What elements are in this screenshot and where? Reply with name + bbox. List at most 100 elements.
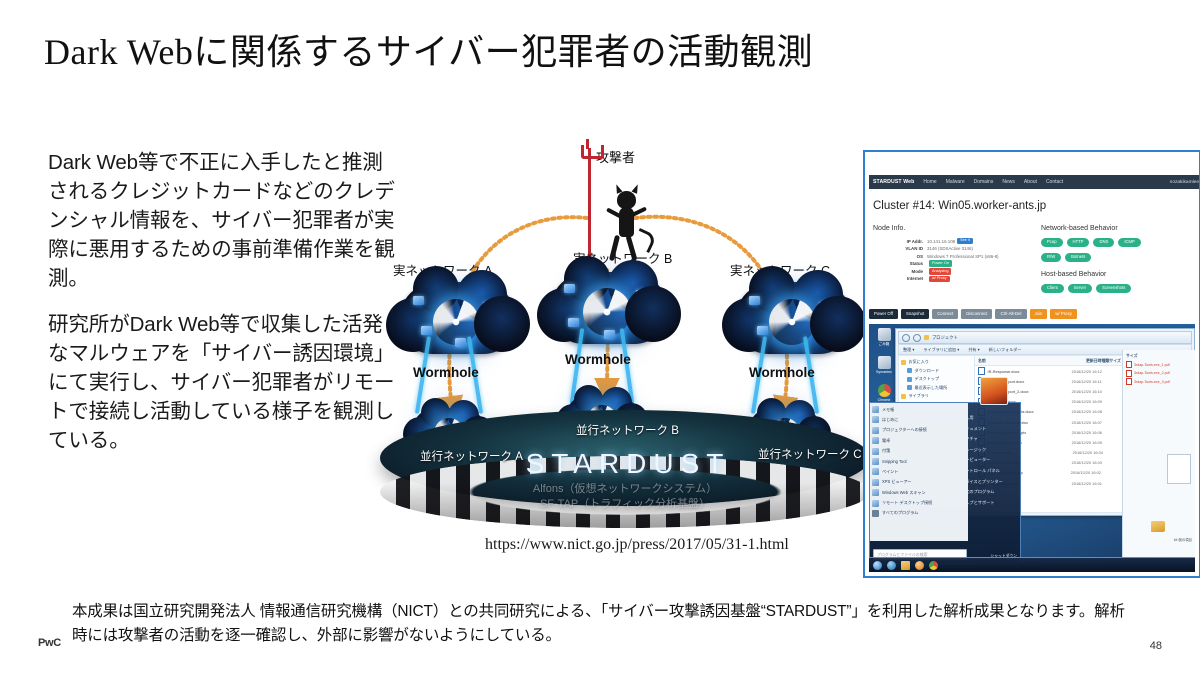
stardust-web-screenshot: STARDUST Web Home Malware Domains News A… (863, 150, 1200, 578)
http-button[interactable]: HTTP (1066, 238, 1090, 247)
places-item-control-panel[interactable]: コントロール パネル (961, 467, 1000, 473)
column-date[interactable]: 更新日時 (1086, 357, 1102, 363)
sidebar-item-libraries[interactable]: ライブラリ (901, 393, 975, 399)
explorer-address-bar[interactable]: プロジェクト (898, 331, 1192, 344)
places-item-default-programs[interactable]: 既定のプログラム (961, 489, 995, 495)
organize-menu[interactable]: 整理 ▾ (903, 346, 915, 352)
start-item-paint[interactable]: ペイント (872, 468, 966, 476)
sidebar-item-favorites[interactable]: お気に入り (901, 359, 975, 365)
source-url-caption: https://www.nict.go.jp/press/2017/05/31-… (485, 536, 789, 553)
start-item-snipping-tool[interactable]: Snipping Tool (872, 457, 966, 465)
navbar-brand[interactable]: STARDUST Web (873, 179, 915, 185)
platform-subtitle-1: Alfons（仮想ネットワークシステム） (532, 483, 718, 495)
places-item-music[interactable]: ミュージック (961, 446, 987, 452)
add-to-library-menu[interactable]: ライブラリに追加 ▾ (923, 346, 960, 352)
list-item[interactable]: 3rdap-Tools.exe_3.pdf (1126, 378, 1192, 386)
nav-item-contact[interactable]: Contact (1045, 179, 1064, 185)
start-item-remote-desktop[interactable]: リモート デスクトップ接続 (872, 499, 966, 507)
places-item-help-support[interactable]: ヘルプとサポート (961, 499, 995, 505)
ctrl-alt-del-button[interactable]: Ctrl-Alt-Del (995, 309, 1027, 320)
explorer-taskbar-icon[interactable] (901, 560, 910, 570)
snapshot-button[interactable]: Snapshot (901, 309, 930, 320)
footer-note: 本成果は国立研究開発法人 情報通信研究機構（NICT）との共同研究による、「サイ… (72, 603, 1125, 645)
list-item[interactable]: 3rdap-Tools.exe_2.pdf (1126, 369, 1192, 377)
brand-logo: PwC (38, 637, 61, 649)
chrome-taskbar-icon[interactable] (929, 560, 938, 570)
node-info-key: VLAN ID (905, 246, 923, 252)
media-player-icon[interactable] (915, 560, 924, 570)
nav-item-home[interactable]: Home (923, 179, 937, 185)
places-item-devices-printers[interactable]: デバイスとプリンター (961, 478, 1003, 484)
dns-button[interactable]: DNS (1093, 238, 1115, 247)
connect-button[interactable]: Connect (932, 309, 959, 320)
start-menu-programs: メモ帳 はじめに プロジェクターへの接続 電卓 付箋 Snipping Tool… (870, 403, 968, 541)
nav-item-domains[interactable]: Domains (973, 179, 994, 185)
symantec-icon[interactable]: Symantec (871, 356, 897, 374)
proxy-button[interactable]: w/ Proxy (1050, 309, 1077, 320)
internet-explorer-icon[interactable] (887, 560, 896, 570)
start-item-sticky-notes[interactable]: 付箋 (872, 447, 966, 455)
page-title: Dark Webに関係するサイバー犯罪者の活動観測 (44, 32, 814, 72)
chrome-icon[interactable]: Chrome (871, 384, 897, 402)
icmp-button[interactable]: ICMP (1118, 238, 1141, 247)
network-behavior-heading: Network-based Behavior (1041, 225, 1118, 232)
start-item-xps-viewer[interactable]: XPS ビューアー (872, 478, 966, 486)
server-button[interactable]: Server (1067, 284, 1093, 293)
node-info-value: 3146 (SDSActive 3146) (927, 246, 973, 252)
node-info-table: IP Addr. 10.141.16.108 See it VLAN ID 31… (891, 237, 999, 284)
start-button[interactable] (873, 560, 882, 570)
breadcrumb[interactable]: プロジェクト (932, 334, 958, 340)
start-item-windows-scan[interactable]: Windows Web スキャン (872, 489, 966, 497)
new-folder-button[interactable]: 新しいフォルダー (988, 346, 1022, 352)
start-menu[interactable]: メモ帳 はじめに プロジェクターへの接続 電卓 付箋 Snipping Tool… (869, 377, 1021, 564)
sidebar-item-desktop[interactable]: デスクトップ (901, 376, 975, 382)
parallel-network-c-label: 並行ネットワーク C (758, 449, 862, 461)
places-item-computer[interactable]: コンピューター (961, 457, 991, 463)
places-item-documents[interactable]: ドキュメント (961, 425, 987, 431)
recycle-bin-icon[interactable]: ごみ箱 (871, 328, 897, 347)
client-button[interactable]: Client (1041, 284, 1064, 293)
parallel-network-b-label: 並行ネットワーク B (576, 425, 679, 437)
sidebar-item-recent[interactable]: 最近表示した場所 (901, 385, 975, 391)
status-badge[interactable]: See it (957, 237, 973, 245)
table-row: VLAN ID 3146 (SDSActive 3146) (891, 246, 999, 252)
places-item-pictures[interactable]: ピクチャ (961, 436, 978, 442)
start-item-calculator[interactable]: 電卓 (872, 437, 966, 445)
shutdown-button[interactable]: シャットダウン (990, 554, 1017, 558)
start-item-notepad[interactable]: メモ帳 (872, 406, 966, 413)
taskbar (869, 557, 1195, 572)
body-text-block: Dark Web等で不正に入手したと推測されるクレジットカードなどのクレデンシャ… (48, 148, 400, 471)
start-item-connect-projector[interactable]: プロジェクターへの接続 (872, 426, 966, 434)
botnets-button[interactable]: Botnets (1065, 253, 1092, 262)
real-network-a-cloud (386, 266, 530, 354)
column-name[interactable]: 名前 (978, 357, 986, 363)
sidebar-item-downloads[interactable]: ダウンロード (901, 368, 975, 374)
disconnect-button[interactable]: Disconnect (961, 309, 993, 320)
nav-item-about[interactable]: About (1023, 179, 1037, 185)
folder-icon[interactable] (1151, 521, 1165, 532)
rw-button[interactable]: R/W (1041, 253, 1062, 262)
navbar-user[interactable]: nozakikamlee (1169, 179, 1199, 185)
list-item[interactable]: 3rdap-Tools.exe_1.pdf (1126, 361, 1192, 368)
pcap-button[interactable]: Pcap (1041, 238, 1063, 247)
vm-desktop[interactable]: ごみ箱 Symantec Chrome プロジェクト 整理 ▾ ライブラリに追加… (869, 324, 1195, 572)
explorer-toolbar: 整理 ▾ ライブラリに追加 ▾ 共有 ▾ 新しいフォルダー (898, 344, 1192, 355)
join-button[interactable]: Join (1029, 309, 1048, 320)
power-off-button[interactable]: Power Off (869, 309, 899, 320)
node-info-key: Mode (911, 268, 923, 274)
places-item-personal[interactable]: 個人用 (961, 415, 974, 420)
platform-subtitles: Alfons（仮想ネットワークシステム） SF-TAP（トラフィック分析基盤） (475, 482, 775, 512)
host-behavior-row: Client Server Screenshots (1041, 284, 1132, 293)
nav-item-malware[interactable]: Malware (945, 179, 965, 185)
column-type[interactable]: 種類 (1101, 357, 1110, 363)
screenshots-button[interactable]: Screenshots (1096, 284, 1132, 293)
nav-item-news[interactable]: News (1002, 179, 1015, 185)
node-info-key: IP Addr. (906, 238, 923, 244)
table-row: OS Windows 7 Professional SP1 (x86-8) (891, 253, 999, 259)
start-menu-places: 個人用 ドキュメント ピクチャ ミュージック コンピューター コントロール パネ… (958, 403, 1020, 563)
share-menu[interactable]: 共有 ▾ (968, 346, 980, 352)
column-size[interactable]: サイズ (1109, 357, 1121, 363)
start-item-all-programs[interactable]: すべてのプログラム (872, 509, 966, 517)
start-item-getting-started[interactable]: はじめに (872, 416, 966, 424)
